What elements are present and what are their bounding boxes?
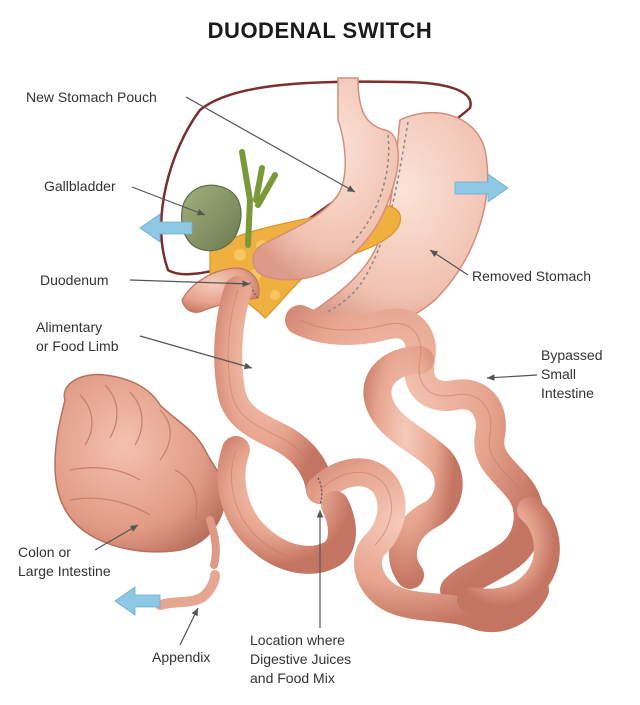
colon-shape (54, 373, 227, 553)
gallbladder-removed-arrow (139, 213, 193, 243)
label-location-juices-food-mix: Location where Digestive Juices and Food… (250, 632, 352, 686)
stomach-removed-arrow (454, 173, 509, 203)
gallbladder-shape (181, 184, 242, 252)
appendix-removed-arrow (114, 586, 161, 616)
leader-removed-stomach (429, 249, 469, 276)
intestine-shading (230, 319, 521, 561)
bile-duct (239, 149, 278, 248)
leader-gallbladder (131, 186, 206, 216)
leader-alimentary-limb (139, 335, 253, 370)
label-bypassed-small-intestine: Bypassed Small Intestine (541, 347, 603, 401)
diagram-title: DUODENAL SWITCH (207, 18, 433, 43)
leader-colon (94, 524, 139, 551)
leader-lines (94, 96, 538, 646)
leader-appendix (179, 607, 199, 646)
label-new-stomach-pouch: New Stomach Pouch (26, 89, 157, 105)
colon-haustra (69, 384, 198, 521)
label-removed-stomach: Removed Stomach (472, 268, 592, 284)
sleeve-staple-line (349, 134, 390, 246)
blue-arrows (114, 173, 509, 616)
label-colon: Colon or Large Intestine (18, 544, 111, 579)
new-stomach-pouch-shape (252, 77, 399, 281)
label-duodenum: Duodenum (40, 272, 109, 288)
label-gallbladder: Gallbladder (44, 178, 116, 194)
label-appendix: Appendix (152, 649, 211, 665)
appendix-shape (155, 570, 220, 610)
leader-bypassed-small-intestine (486, 374, 538, 381)
leader-duodenum (129, 279, 251, 288)
label-alimentary-limb: Alimentary or Food Limb (36, 319, 119, 354)
juices-join-cut-line (317, 477, 323, 506)
bypassed-small-intestine (217, 305, 560, 633)
colon-tail (206, 516, 220, 569)
leader-new-stomach-pouch (185, 96, 356, 193)
